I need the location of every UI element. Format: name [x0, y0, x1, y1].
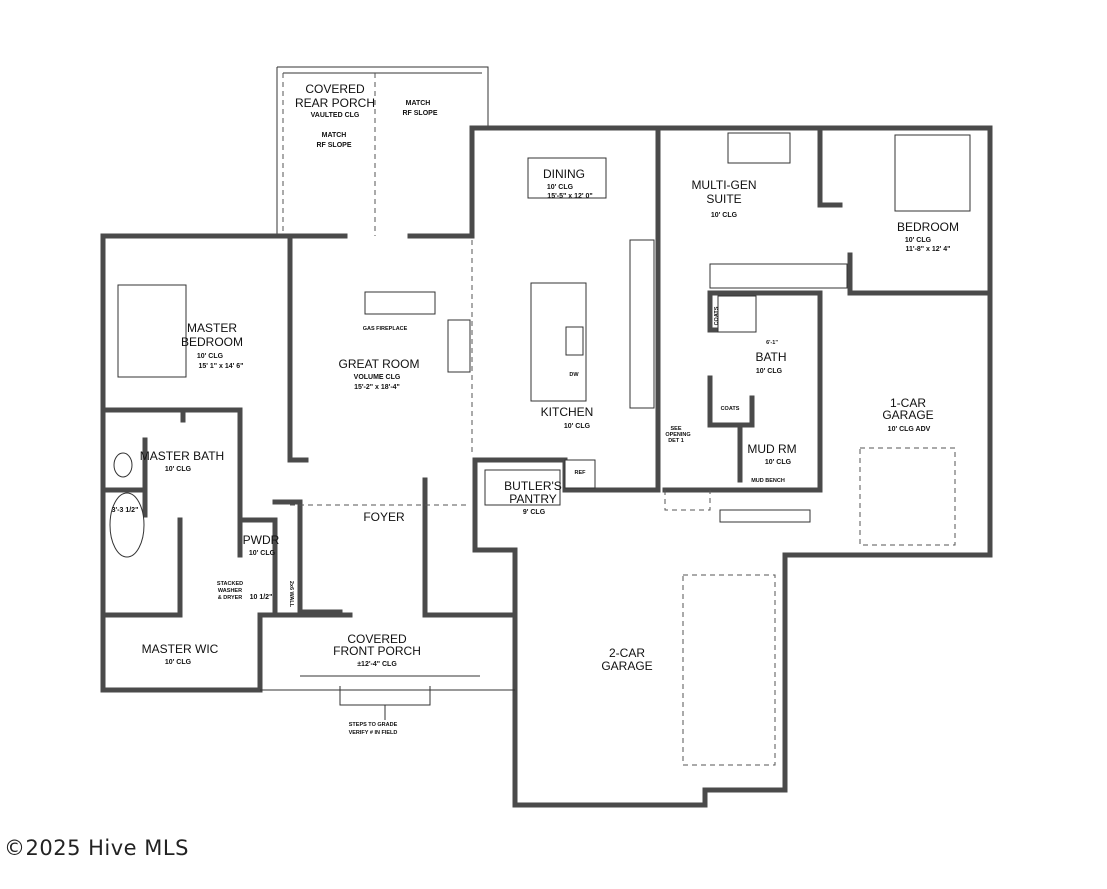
- mud-room-label: MUD RM: [747, 442, 796, 456]
- one-car-garage-label: GARAGE: [882, 408, 933, 422]
- one-car-garage-ceiling: 10' CLG ADV: [888, 426, 931, 433]
- steps-note: STEPS TO GRADE: [349, 722, 398, 728]
- coats-label: COATS: [714, 306, 720, 325]
- master-bath-ceiling: 10' CLG: [165, 466, 192, 473]
- laundry-label: STACKED: [217, 581, 243, 587]
- powder-label: PWDR: [243, 533, 280, 547]
- laundry-label: WASHER: [218, 588, 242, 594]
- wall-note: 2x6 WALL: [288, 581, 294, 608]
- bedroom-size: 11'-8" x 12' 4": [906, 246, 951, 253]
- front-porch-label: COVERED: [347, 632, 407, 646]
- butlers-pantry-label: PANTRY: [509, 492, 557, 506]
- great-room-label: GREAT ROOM: [339, 357, 420, 371]
- master-bedroom-ceiling: 10' CLG: [197, 353, 224, 360]
- shower-dim: 6'-1": [766, 340, 778, 346]
- watermark: ©2025 Hive MLS: [4, 836, 189, 860]
- master-bedroom-size: 15' 1" x 14' 6": [199, 363, 244, 370]
- master-wic-ceiling: 10' CLG: [165, 659, 192, 666]
- mud-room-ceiling: 10' CLG: [765, 459, 792, 466]
- multi-gen-label: SUITE: [706, 192, 741, 206]
- powder-ceiling: 10' CLG: [249, 550, 276, 557]
- bath-ceiling: 10' CLG: [756, 368, 783, 375]
- great-room-size: 15'-2" x 18'-4": [354, 384, 400, 391]
- bedroom-ceiling: 10' CLG: [905, 237, 932, 244]
- opening-note: SEE: [670, 426, 681, 432]
- roof-note: MATCH: [322, 132, 347, 139]
- fireplace-label: GAS FIREPLACE: [363, 326, 408, 332]
- one-car-garage-label: 1-CAR: [890, 396, 926, 410]
- laundry-dim: 10 1/2": [250, 594, 273, 601]
- dining-size: 15'-5" x 12' 0": [547, 193, 592, 200]
- master-bedroom-label: MASTER: [187, 321, 237, 335]
- foyer-label: FOYER: [363, 510, 405, 524]
- master-bath-label: MASTER BATH: [140, 449, 224, 463]
- roof-note: RF SLOPE: [316, 142, 351, 149]
- roof-note: RF SLOPE: [402, 110, 437, 117]
- dishwasher-label: DW: [569, 372, 579, 378]
- multi-gen-ceiling: 10' CLG: [711, 212, 738, 219]
- master-wic-label: MASTER WIC: [142, 642, 219, 656]
- refrigerator-label: REF: [575, 470, 587, 476]
- roof-note: MATCH: [406, 100, 431, 107]
- front-porch-ceiling: ±12'-4" CLG: [357, 661, 397, 668]
- coats-label: COATS: [721, 406, 740, 412]
- rear-porch-label: COVERED: [305, 82, 365, 96]
- butlers-pantry-ceiling: 9' CLG: [523, 509, 546, 516]
- fixtures: [109, 132, 971, 558]
- opening-note: OPENING: [665, 432, 690, 438]
- two-car-garage-label: 2-CAR: [609, 646, 645, 660]
- multi-gen-label: MULTI-GEN: [691, 178, 756, 192]
- rear-porch-label: REAR PORCH: [295, 96, 375, 110]
- tub-dim: 3'-3 1/2": [112, 507, 139, 514]
- steps-note: VERIFY # IN FIELD: [349, 730, 398, 736]
- two-car-garage-label: GARAGE: [601, 659, 652, 673]
- front-porch-label: FRONT PORCH: [333, 644, 421, 658]
- kitchen-label: KITCHEN: [541, 405, 594, 419]
- kitchen-ceiling: 10' CLG: [564, 423, 591, 430]
- mud-bench-label: MUD BENCH: [751, 478, 785, 484]
- bedroom-label: BEDROOM: [897, 220, 959, 234]
- opening-note: DET 1: [668, 438, 684, 444]
- great-room-ceiling: VOLUME CLG: [354, 374, 401, 381]
- dining-label: DINING: [543, 167, 585, 181]
- master-bedroom-label: BEDROOM: [181, 335, 243, 349]
- bath-label: BATH: [755, 350, 786, 364]
- laundry-label: & DRYER: [218, 595, 243, 601]
- butlers-pantry-label: BUTLER'S: [504, 479, 562, 493]
- dining-ceiling: 10' CLG: [547, 184, 574, 191]
- rear-porch-ceiling: VAULTED CLG: [311, 112, 360, 119]
